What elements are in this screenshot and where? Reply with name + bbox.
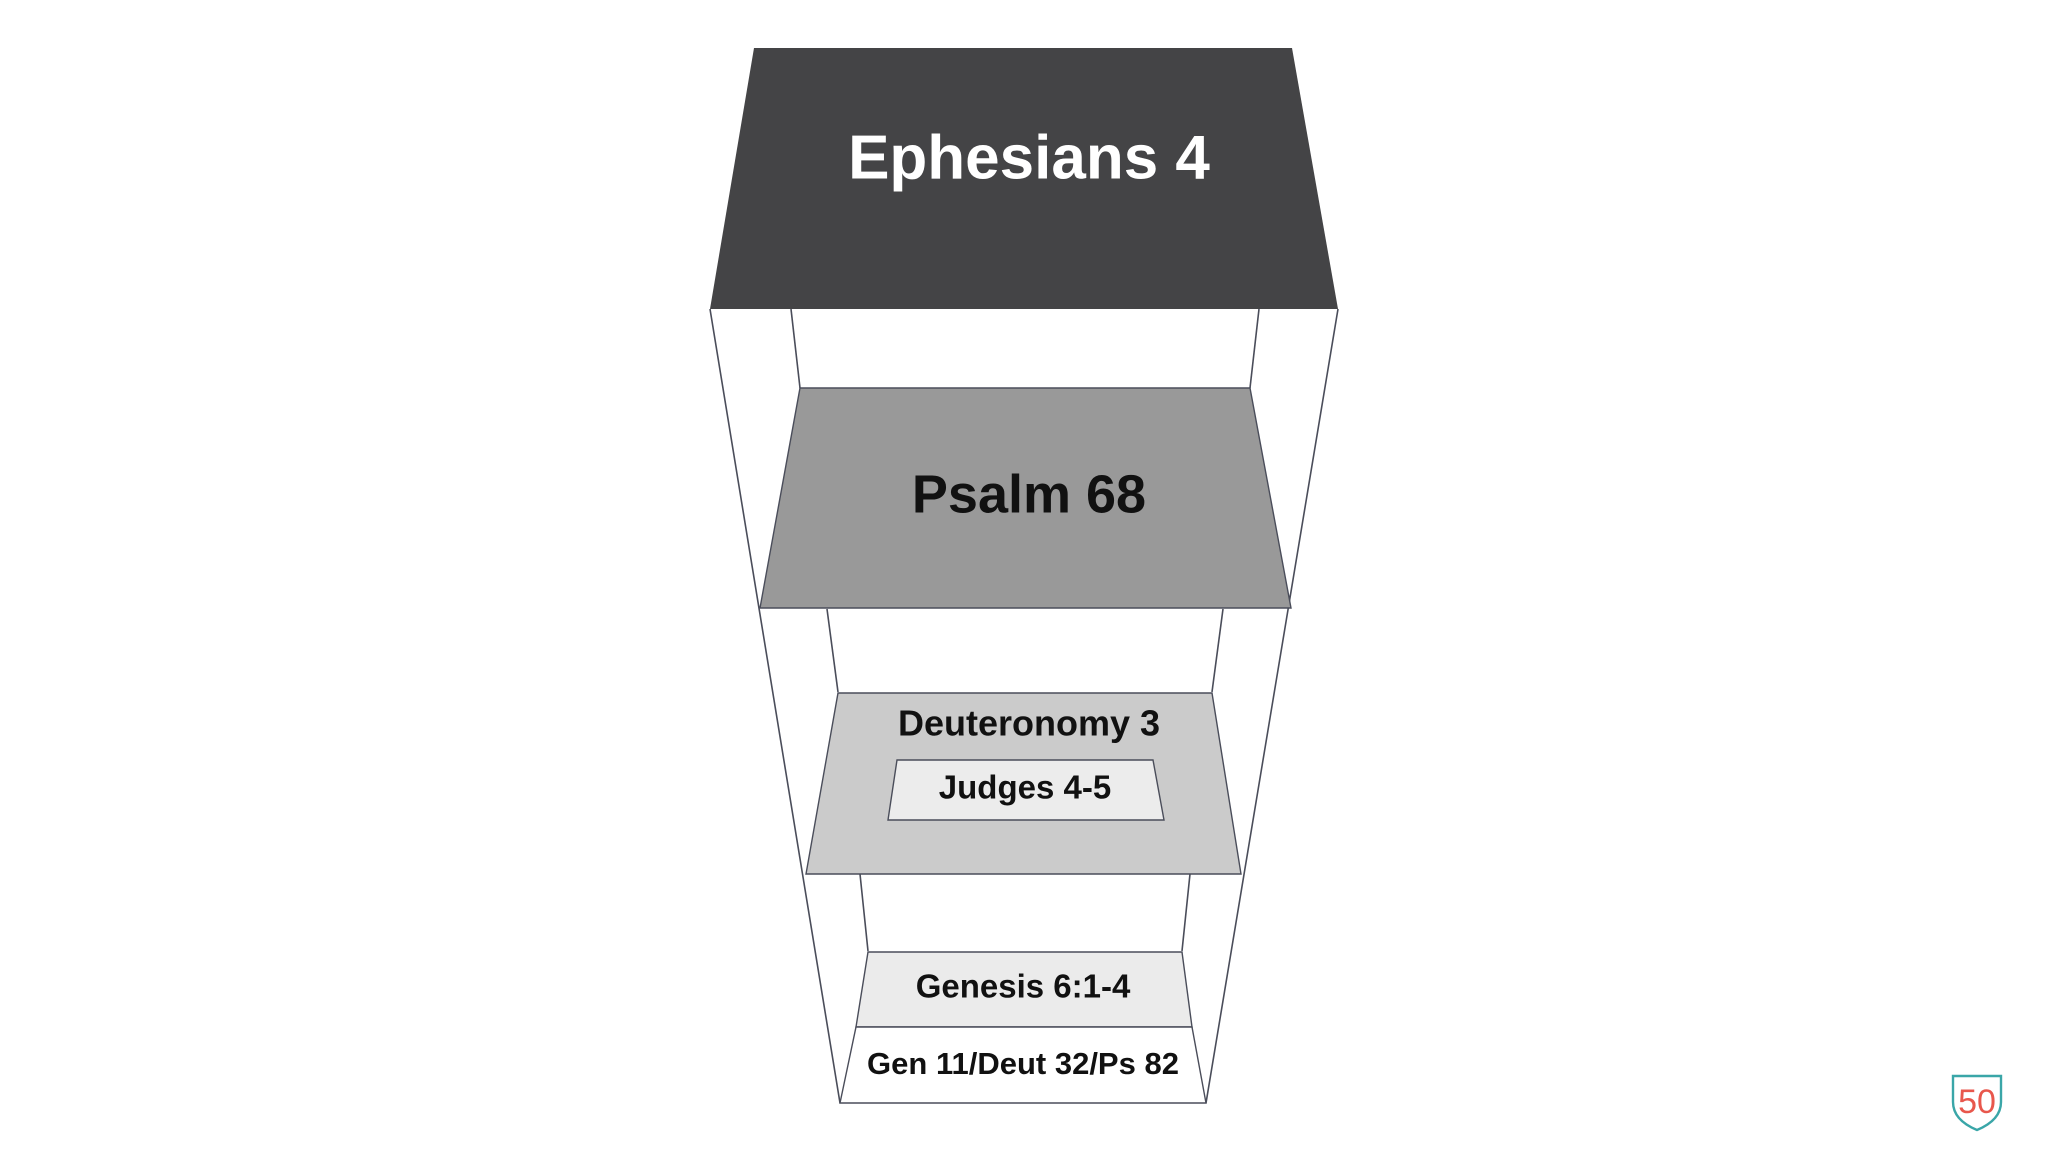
layer-judges-shape [887, 759, 1165, 821]
layer-genesis-label: Genesis 6:1-4 [916, 968, 1131, 1005]
layer-base-shape [839, 1026, 1207, 1104]
frame-right-inner-2 [1211, 608, 1224, 693]
layer-psalm-label: Psalm 68 [912, 464, 1146, 524]
logo-text: 50 [1958, 1083, 1996, 1121]
shield-logo-icon: 50 [1951, 1074, 2003, 1132]
layer-psalm: Psalm 68 [759, 387, 1292, 609]
layer-ephesians-shape [710, 48, 1338, 309]
shield-logo-outline [1951, 1074, 2003, 1132]
layer-psalm-shape [759, 387, 1292, 609]
frame-left-inner-2 [826, 608, 839, 693]
frame-right-inner-1 [1249, 308, 1260, 389]
frame-left-outer [709, 308, 841, 1104]
layer-judges-label: Judges 4-5 [939, 769, 1111, 806]
frame-right-inner-3 [1181, 873, 1191, 952]
layer-deuteronomy-label: Deuteronomy 3 [898, 703, 1160, 744]
layer-deuteronomy: Deuteronomy 3 Judges 4-5 [805, 692, 1242, 875]
layer-genesis: Genesis 6:1-4 [855, 951, 1193, 1028]
layer-base: Gen 11/Deut 32/Ps 82 [839, 1026, 1207, 1104]
layer-base-label: Gen 11/Deut 32/Ps 82 [867, 1046, 1179, 1081]
frame-lines [709, 308, 1339, 1104]
layer-ephesians: Ephesians 4 [710, 48, 1338, 309]
frame-left-inner-1 [790, 308, 801, 389]
frame-left-inner-3 [859, 873, 869, 952]
frame-right-outer [1205, 308, 1339, 1104]
layer-ephesians-label: Ephesians 4 [848, 123, 1210, 192]
